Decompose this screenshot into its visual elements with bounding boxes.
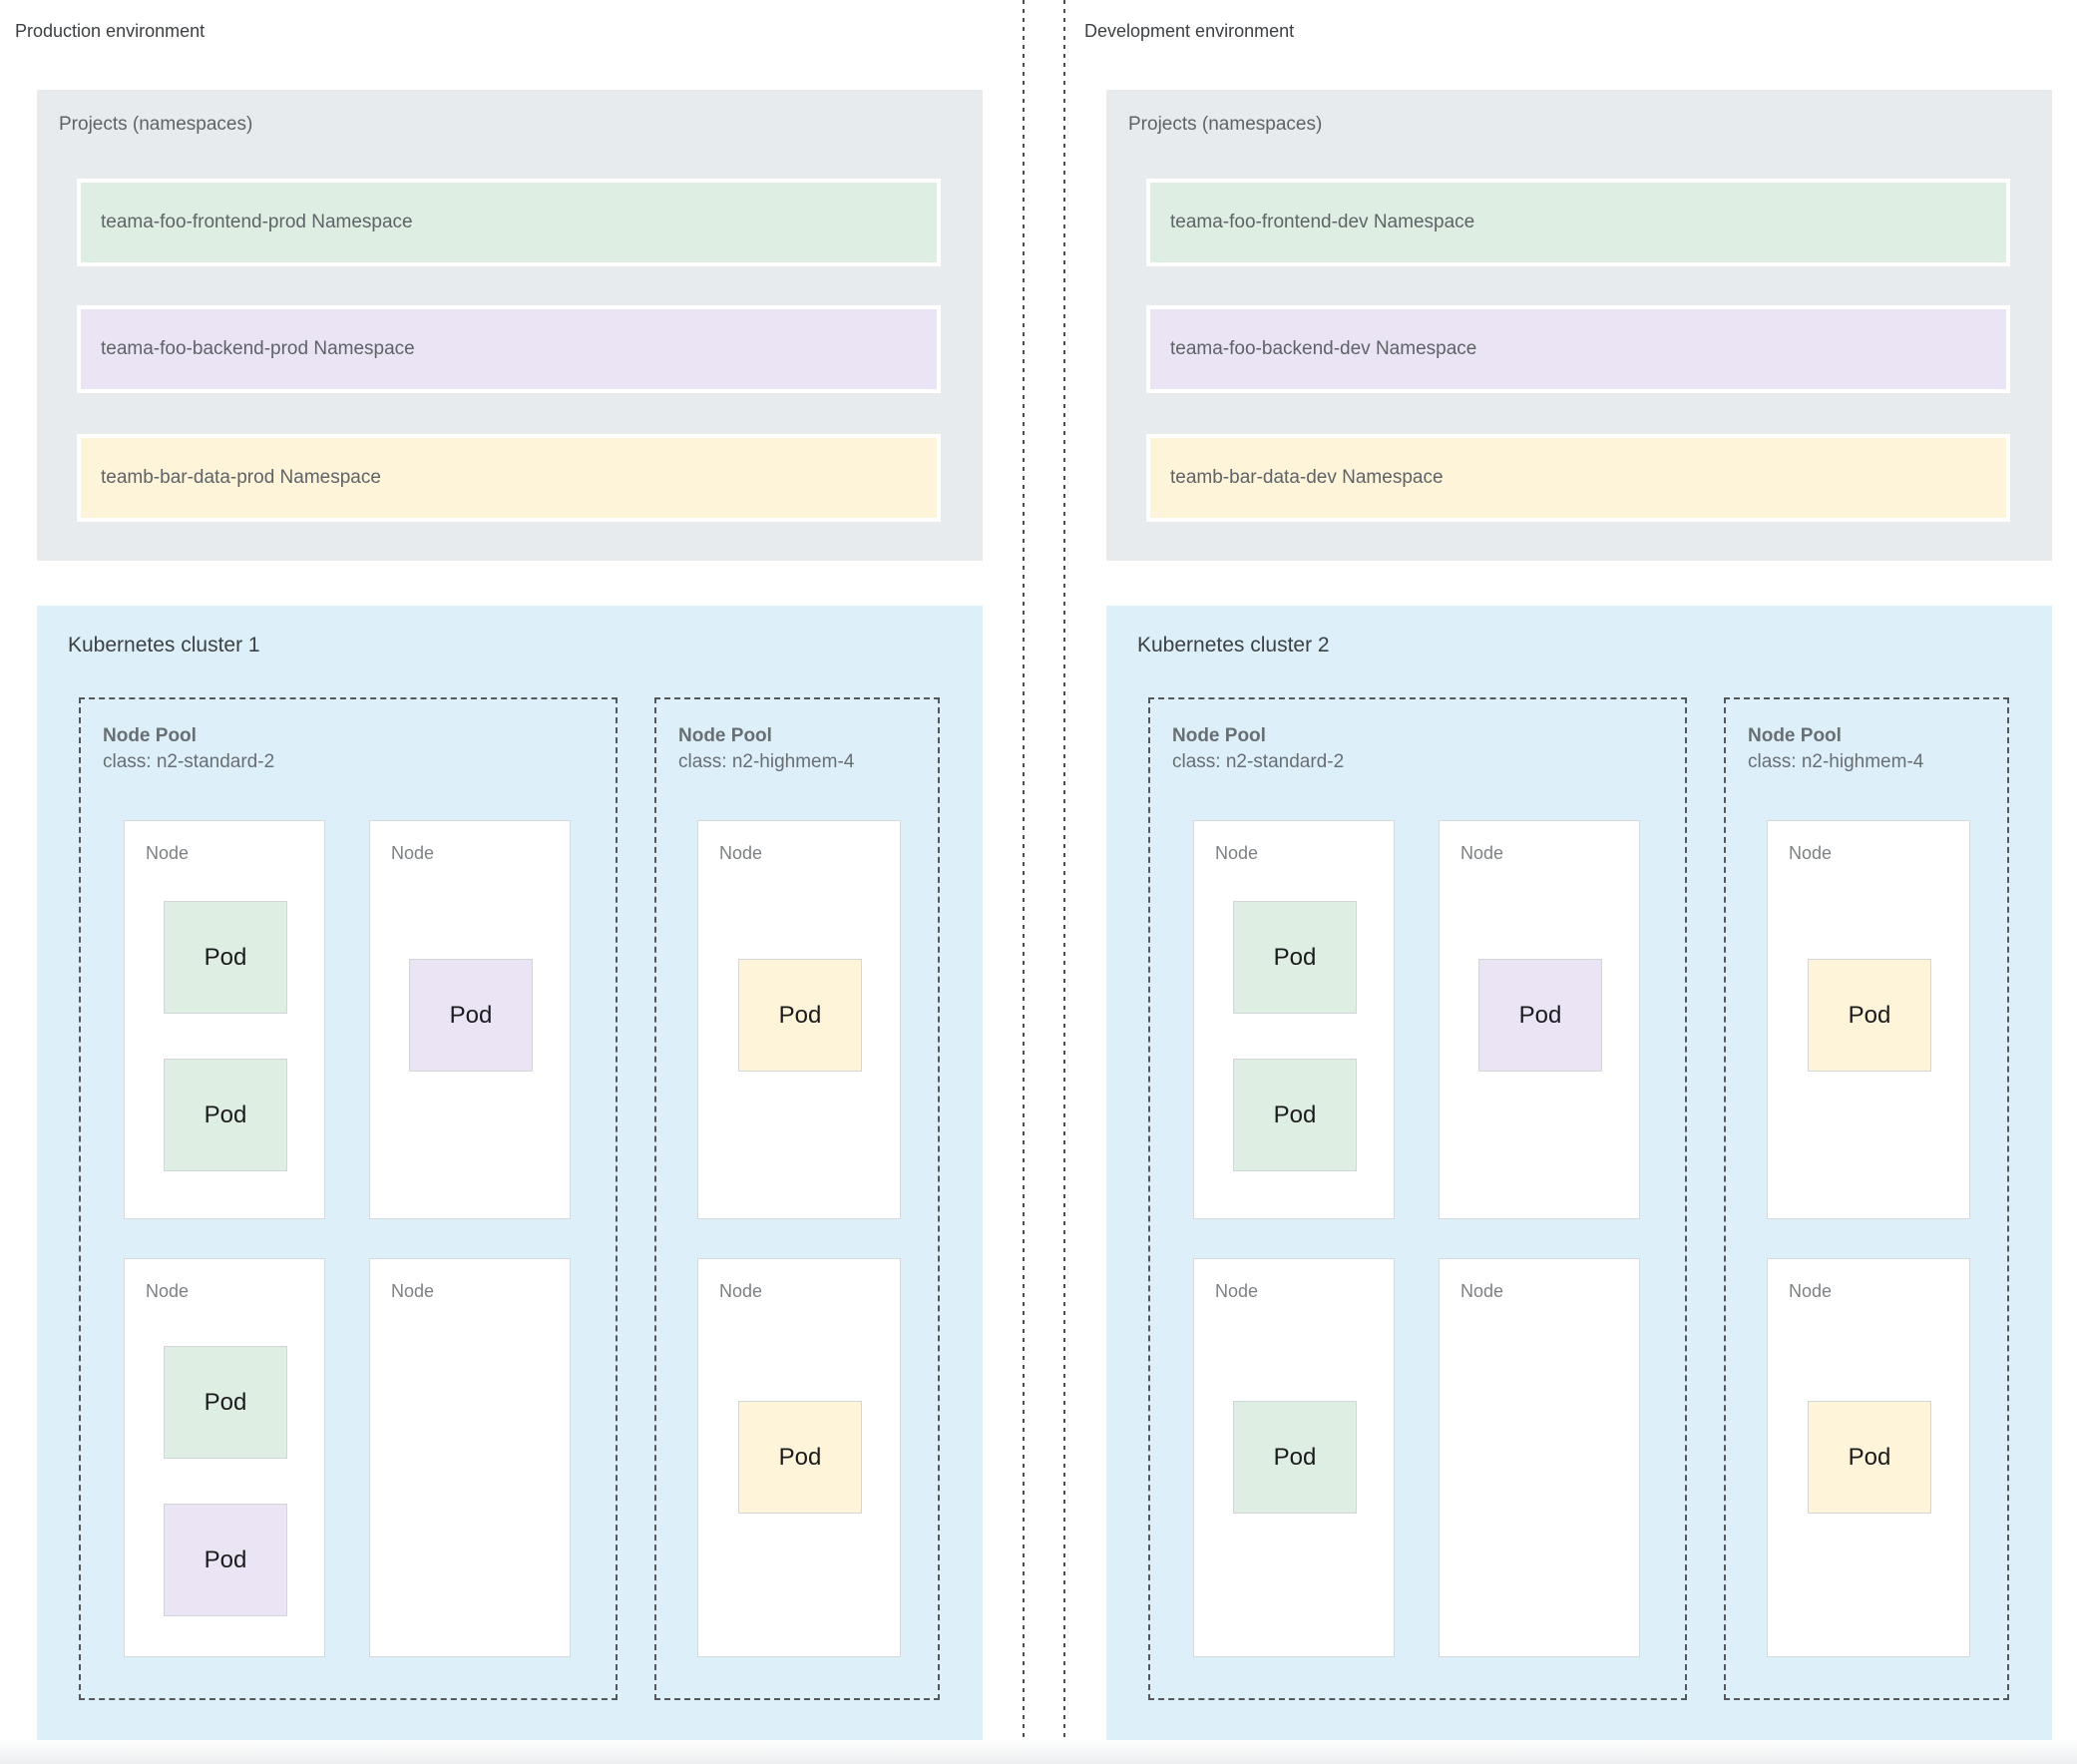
node-label: Node	[1460, 843, 1504, 863]
pod-box: Pod	[1808, 959, 1931, 1072]
node-label: Node	[146, 843, 190, 863]
node-pool-title: Node Pool	[103, 725, 197, 746]
pod-label: Pod	[1273, 1101, 1317, 1128]
namespace-bar: teamb-bar-data-dev Namespace	[1146, 434, 2010, 522]
pod-label: Pod	[778, 1001, 822, 1029]
projects-title: Projects (namespaces)	[1128, 114, 1323, 135]
node-box: Node	[1439, 1258, 1640, 1657]
pod-box: Pod	[1233, 901, 1357, 1014]
projects-title: Projects (namespaces)	[59, 114, 253, 135]
cluster-title: Kubernetes cluster 2	[1137, 634, 1330, 657]
pod-label: Pod	[204, 1101, 247, 1128]
node-label: Node	[146, 1281, 190, 1301]
pod-box: Pod	[164, 1059, 287, 1171]
pod-label: Pod	[204, 1388, 247, 1416]
node-pool-heading: Node Pool class: n2-highmem-4	[1748, 723, 1923, 775]
pod-box: Pod	[164, 1346, 287, 1459]
namespace-bar: teamb-bar-data-prod Namespace	[77, 434, 941, 522]
pod-label: Pod	[204, 943, 247, 971]
environment-label: Development environment	[1084, 21, 1295, 41]
node-pool-title: Node Pool	[1748, 725, 1842, 746]
node-pool-title: Node Pool	[1172, 725, 1266, 746]
pod-label: Pod	[1273, 1443, 1317, 1471]
pod-box: Pod	[738, 959, 862, 1072]
node-label: Node	[1215, 843, 1259, 863]
node-pool-class: class: n2-standard-2	[103, 751, 275, 772]
node-pool-title: Node Pool	[678, 725, 772, 746]
pod-label: Pod	[204, 1545, 247, 1573]
pod-label: Pod	[1518, 1001, 1562, 1029]
pod-label: Pod	[1273, 943, 1317, 971]
pod-box: Pod	[1233, 1401, 1357, 1514]
node-label: Node	[391, 843, 435, 863]
environment-separator-line	[1023, 0, 1025, 1764]
node-label: Node	[1215, 1281, 1259, 1301]
namespace-bar: teama-foo-frontend-dev Namespace	[1146, 179, 2010, 266]
projects-panel: Projects (namespaces) teama-foo-frontend-…	[37, 90, 983, 561]
namespace-bar-label: teama-foo-frontend-dev Namespace	[1170, 212, 1475, 232]
pod-label: Pod	[449, 1001, 493, 1029]
node-label: Node	[1789, 843, 1833, 863]
cluster-panel: Kubernetes cluster 2 Node Pool class: n2-s…	[1106, 606, 2052, 1740]
pod-label: Pod	[1848, 1001, 1891, 1029]
pod-box: Pod	[164, 901, 287, 1014]
node-label: Node	[719, 843, 763, 863]
node-pool-heading: Node Pool class: n2-standard-2	[103, 723, 274, 775]
namespace-bar-label: teamb-bar-data-prod Namespace	[101, 467, 381, 488]
pod-box: Pod	[738, 1401, 862, 1514]
pod-box: Pod	[164, 1504, 287, 1616]
node-pool-class: class: n2-highmem-4	[1748, 751, 1924, 772]
projects-panel: Projects (namespaces) teama-foo-frontend-…	[1106, 90, 2052, 561]
namespace-bar-label: teama-foo-backend-dev Namespace	[1170, 338, 1477, 359]
pod-box: Pod	[1808, 1401, 1931, 1514]
namespace-bar-label: teamb-bar-data-dev Namespace	[1170, 467, 1444, 488]
cluster-title: Kubernetes cluster 1	[68, 634, 260, 657]
node-label: Node	[391, 1281, 435, 1301]
pod-label: Pod	[778, 1443, 822, 1471]
namespace-bar: teama-foo-backend-dev Namespace	[1146, 305, 2010, 393]
node-box: Node	[369, 1258, 571, 1657]
bottom-edge-strip	[0, 1740, 2077, 1764]
node-pool-class: class: n2-highmem-4	[678, 751, 855, 772]
node-pool-heading: Node Pool class: n2-standard-2	[1172, 723, 1344, 775]
node-pool-class: class: n2-standard-2	[1172, 751, 1345, 772]
node-pool-heading: Node Pool class: n2-highmem-4	[678, 723, 854, 775]
node-label: Node	[1460, 1281, 1504, 1301]
environment-label: Production environment	[15, 21, 206, 41]
environment-separator-line	[1063, 0, 1065, 1764]
pod-box: Pod	[1478, 959, 1602, 1072]
namespace-bar: teama-foo-backend-prod Namespace	[77, 305, 941, 393]
node-label: Node	[719, 1281, 763, 1301]
namespace-bar-label: teama-foo-frontend-prod Namespace	[101, 212, 413, 232]
pod-box: Pod	[1233, 1059, 1357, 1171]
pod-box: Pod	[409, 959, 533, 1072]
node-label: Node	[1789, 1281, 1833, 1301]
namespace-bar: teama-foo-frontend-prod Namespace	[77, 179, 941, 266]
pod-label: Pod	[1848, 1443, 1891, 1471]
cluster-panel: Kubernetes cluster 1 Node Pool class: n2-s…	[37, 606, 983, 1740]
namespace-bar-label: teama-foo-backend-prod Namespace	[101, 338, 415, 359]
